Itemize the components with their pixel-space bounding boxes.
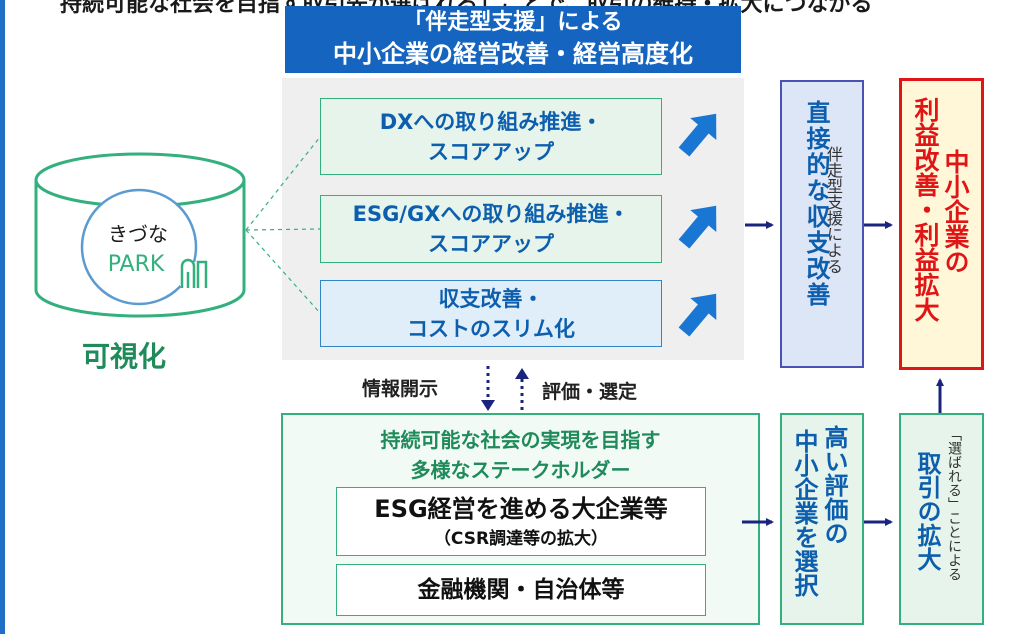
- cost-box: 収支改善・ コストのスリム化: [320, 280, 662, 347]
- direct-improvement-column: 直接的な収支改善 伴走型支援による: [780, 80, 864, 368]
- esg-gx-box-line2: スコアアップ: [428, 232, 554, 256]
- esg-gx-box: ESG/GXへの取り組み推進・ スコアアップ: [320, 195, 662, 263]
- stakeholders-title1: 持続可能な社会の実現を目指す: [380, 428, 661, 452]
- info-disclosure-label: 情報開示: [362, 378, 439, 400]
- high-eval-line2: 中小企業を選択: [790, 429, 818, 597]
- arrow-up-right-icon: [678, 205, 717, 249]
- connector-lines: [245, 136, 321, 314]
- profit-line2: 利益改善・利益拡大: [911, 97, 940, 322]
- trade-expansion-label: 取引の拡大: [913, 451, 941, 571]
- cost-box-line1: 収支改善・: [438, 286, 544, 311]
- csr-procurement-label: （CSR調達等の拡大）: [433, 529, 609, 549]
- cost-box-line2: コストのスリム化: [407, 316, 575, 341]
- arrow-down-icon: [481, 400, 495, 411]
- dx-box-line1: DXへの取り組み推進・: [379, 109, 603, 134]
- trade-expansion-sub: 「選ばれる」ことによる: [946, 427, 962, 581]
- arrow-up-right-icons: [678, 113, 717, 337]
- large-enterprise-label: ESG経営を進める大企業等: [374, 495, 668, 523]
- arrow-up-right-icon: [678, 293, 717, 337]
- kizuna-logo-text: きづな: [108, 222, 168, 246]
- profit-line1: 中小企業の: [941, 149, 970, 274]
- park-logo-text: PARK: [108, 252, 165, 277]
- support-header-line2: 中小企業の経営改善・経営高度化: [333, 40, 693, 68]
- evaluation-label: 評価・選定: [542, 381, 638, 403]
- direct-improvement-sub: 伴走型支援による: [824, 146, 843, 274]
- esg-gx-box-line1: ESG/GXへの取り組み推進・: [352, 202, 630, 226]
- trade-expansion-column: 取引の拡大 「選ばれる」ことによる: [899, 413, 984, 625]
- profit-column: 中小企業の 利益改善・利益拡大: [899, 78, 984, 370]
- kizuna-park-logo-icon: [80, 188, 208, 306]
- flow-arrows: [742, 221, 944, 526]
- frame-border: [0, 0, 5, 634]
- arrow-up-right-icon: [678, 113, 717, 157]
- dx-box: DXへの取り組み推進・ スコアアップ: [320, 98, 662, 175]
- dx-box-line2: スコアアップ: [428, 139, 554, 164]
- large-enterprise-box: ESG経営を進める大企業等 （CSR調達等の拡大）: [336, 487, 706, 556]
- dotted-flow-arrows: [486, 366, 524, 410]
- stakeholders-title2: 多様なステークホルダー: [410, 458, 631, 482]
- direct-improvement-label: 直接的な収支改善: [802, 100, 830, 308]
- financial-institution-box: 金融機関・自治体等: [336, 564, 706, 616]
- high-eval-column: 高い評価の 中小企業を選択: [780, 413, 864, 625]
- visualization-label: 可視化: [82, 340, 167, 373]
- arrow-up-icon: [515, 368, 529, 379]
- support-header-line1: 「伴走型支援」による: [403, 10, 623, 35]
- high-eval-line1: 高い評価の: [820, 425, 848, 545]
- support-header: 「伴走型支援」による 中小企業の経営改善・経営高度化: [285, 6, 741, 73]
